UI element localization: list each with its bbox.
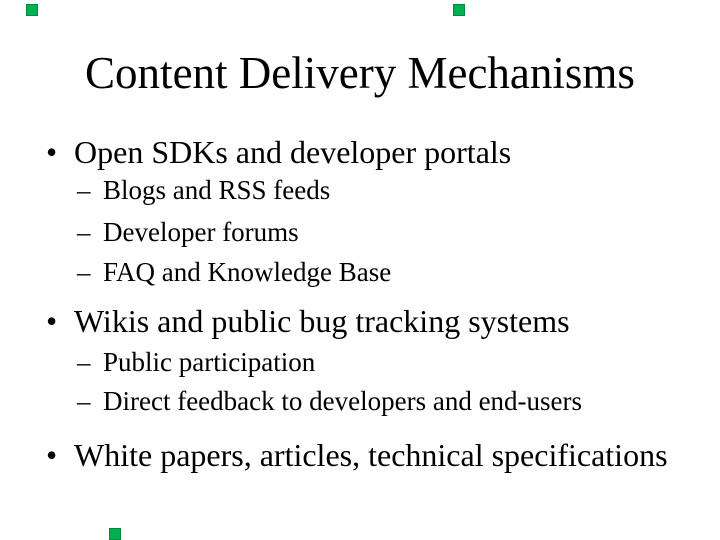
bullet-item: • Open SDKs and developer portals [46,133,511,171]
bullet-icon: • [46,437,58,473]
sub-bullet-item: –Developer forums [77,216,299,249]
dash-icon: – [77,347,91,377]
sub-bullet-item: –Blogs and RSS feeds [77,174,330,207]
sub-bullet-text: Developer forums [103,217,299,247]
bullet-text: White papers, articles, technical specif… [74,437,668,473]
bullet-icon: • [46,303,58,339]
sub-bullet-item: –Direct feedback to developers and end-u… [77,385,582,418]
bullet-item: • Wikis and public bug tracking systems [46,302,570,340]
green-handle-top-right [453,4,465,16]
bullet-text: Wikis and public bug tracking systems [74,303,570,339]
dash-icon: – [77,175,91,205]
sub-bullet-text: FAQ and Knowledge Base [103,257,392,287]
slide-title: Content Delivery Mechanisms [85,48,635,98]
dash-icon: – [77,257,91,287]
dash-icon: – [77,217,91,247]
bullet-icon: • [46,134,58,170]
green-handle-bottom [109,528,121,540]
sub-bullet-text: Public participation [103,347,316,377]
bullet-text: Open SDKs and developer portals [74,134,512,170]
green-handle-top-left [26,4,38,16]
sub-bullet-item: –Public participation [77,346,315,379]
sub-bullet-text: Blogs and RSS feeds [103,175,331,205]
sub-bullet-text: Direct feedback to developers and end-us… [103,386,583,416]
sub-bullet-item: –FAQ and Knowledge Base [77,256,391,289]
dash-icon: – [77,386,91,416]
bullet-item: • White papers, articles, technical speci… [46,436,668,474]
